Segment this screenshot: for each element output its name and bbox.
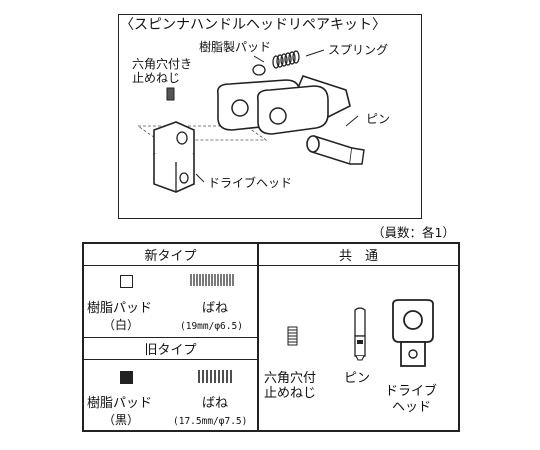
drive-head-icon [392,299,434,367]
white-pad-icon [120,275,133,288]
set-screw-part [166,87,175,101]
label-pin: ピン [366,112,391,126]
label-set-screw-1: 六角穴付き [132,57,193,71]
resin-pad-part [252,64,266,76]
header-old-type: 旧タイプ [84,338,257,360]
old-pad-label: 樹脂パッド [87,396,153,411]
quantity-note: （員数：各1） [372,225,455,240]
new-pad-label: 樹脂パッド [87,301,153,316]
black-pad-icon [120,371,133,384]
common-screw-label-1: 六角穴付 [264,371,317,386]
drive-head-part [153,121,195,193]
new-spring-label: ばね [202,301,229,316]
header-new-type: 新タイプ [84,244,257,266]
yoke-right-arm [256,85,329,135]
old-spring-icon [198,370,232,383]
old-spring-spec: (17.5mm/φ7.5) [173,416,248,427]
common-drive-label-2: ヘッド [392,400,432,415]
header-common-label: 共 通 [338,249,378,264]
common-pin-label: ピン [344,371,371,386]
table-divider [257,242,259,432]
new-pad-color: （白） [103,318,140,332]
common-screw-label-2: 止めねじ [264,386,317,401]
pin-icon [354,307,366,361]
header-old-type-label: 旧タイプ [144,343,197,358]
new-spring-spec: (19mm/φ6.5) [180,321,243,332]
label-resin-pad: 樹脂製パッド [199,40,272,54]
spring-part [272,50,300,69]
label-drive-head: ドライブヘッド [208,176,293,190]
kit-exploded-drawing [136,49,365,193]
row-divider [84,337,257,338]
set-screw-icon [287,326,298,346]
header-common: 共 通 [259,244,458,266]
new-spring-icon [190,274,234,286]
kit-title: 〈スピンナハンドルヘッドリペアキット〉 [120,17,386,33]
label-set-screw-2: 止めねじ [132,71,181,85]
parts-table [82,242,460,432]
old-pad-color: （黒） [103,413,140,427]
label-spring: スプリング [328,43,389,57]
kit-diagram-frame [118,14,422,219]
pin-part [306,134,365,166]
common-drive-label-1: ドライブ [385,384,438,399]
header-new-type-label: 新タイプ [144,249,197,264]
old-spring-label: ばね [202,396,229,411]
